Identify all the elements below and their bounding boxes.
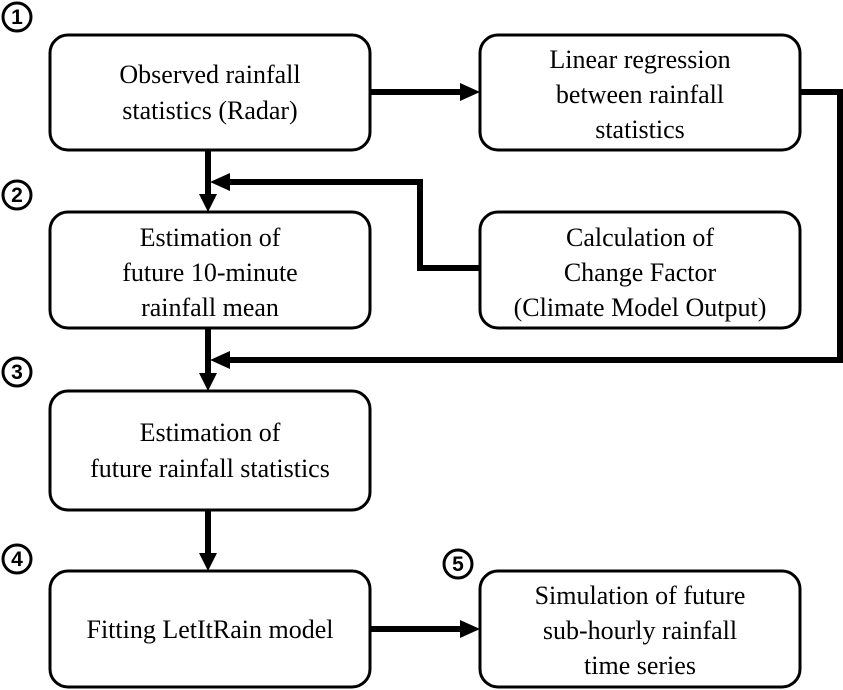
box-linear-regression-line-3: statistics <box>595 115 685 144</box>
box-estimation-statistics: Estimation of future rainfall statistics <box>48 389 372 512</box>
box-observed-rainfall-line-2: statistics (Radar) <box>122 96 297 125</box>
box-fitting-model: Fitting LetItRain model <box>48 569 372 689</box>
arrowhead-stats-from-mean <box>199 373 217 391</box>
arrowhead-mean-from-observed <box>199 194 217 212</box>
box-change-factor-line-2: Change Factor <box>564 258 717 287</box>
box-simulation-line-3: time series <box>584 651 696 680</box>
box-change-factor-line-1: Calculation of <box>566 223 714 252</box>
box-simulation: Simulation of future sub-hourly rainfall… <box>478 569 802 689</box>
arrowhead-fitting <box>199 553 217 571</box>
box-simulation-line-2: sub-hourly rainfall <box>543 616 737 645</box>
step-marker-4: 4 <box>1 543 33 575</box>
arrowhead-stats-from-regression <box>210 351 230 369</box>
step-marker-2: 2 <box>1 179 33 211</box>
box-change-factor-line-3: (Climate Model Output) <box>514 293 767 322</box>
step-number-5: 5 <box>452 553 464 576</box>
step-number-3: 3 <box>11 361 23 384</box>
step-marker-5: 5 <box>442 548 474 580</box>
box-observed-rainfall-line-1: Observed rainfall <box>119 60 300 89</box>
box-simulation-line-1: Simulation of future <box>535 581 746 610</box>
step-marker-3: 3 <box>1 356 33 388</box>
box-linear-regression-line-1: Linear regression <box>549 45 730 74</box>
arrow-changefactor-to-mean <box>228 179 480 271</box>
box-linear-regression-line-2: between rainfall <box>556 80 724 109</box>
step-number-4: 4 <box>11 548 23 571</box>
arrowhead-simulation <box>460 620 480 638</box>
step-marker-1: 1 <box>1 1 33 33</box>
box-estimation-mean-line-3: rainfall mean <box>141 293 279 322</box>
box-estimation-mean-line-1: Estimation of <box>140 223 281 252</box>
box-estimation-mean-line-2: future 10-minute <box>122 258 297 287</box>
arrowhead-regression <box>460 83 480 101</box>
box-linear-regression: Linear regression between rainfall stati… <box>478 33 802 152</box>
box-estimation-mean: Estimation of future 10-minute rainfall … <box>48 210 372 330</box>
step-number-2: 2 <box>11 184 23 207</box>
box-estimation-statistics-line-1: Estimation of <box>140 418 281 447</box>
box-estimation-statistics-line-2: future rainfall statistics <box>90 454 330 483</box>
arrowhead-mean-from-changefactor <box>210 173 230 191</box>
box-fitting-model-line-1: Fitting LetItRain model <box>87 615 334 644</box>
box-change-factor: Calculation of Change Factor (Climate Mo… <box>478 210 802 330</box>
step-number-1: 1 <box>11 6 23 29</box>
box-observed-rainfall: Observed rainfall statistics (Radar) <box>48 33 372 152</box>
arrow-regression-to-stats <box>228 89 843 363</box>
